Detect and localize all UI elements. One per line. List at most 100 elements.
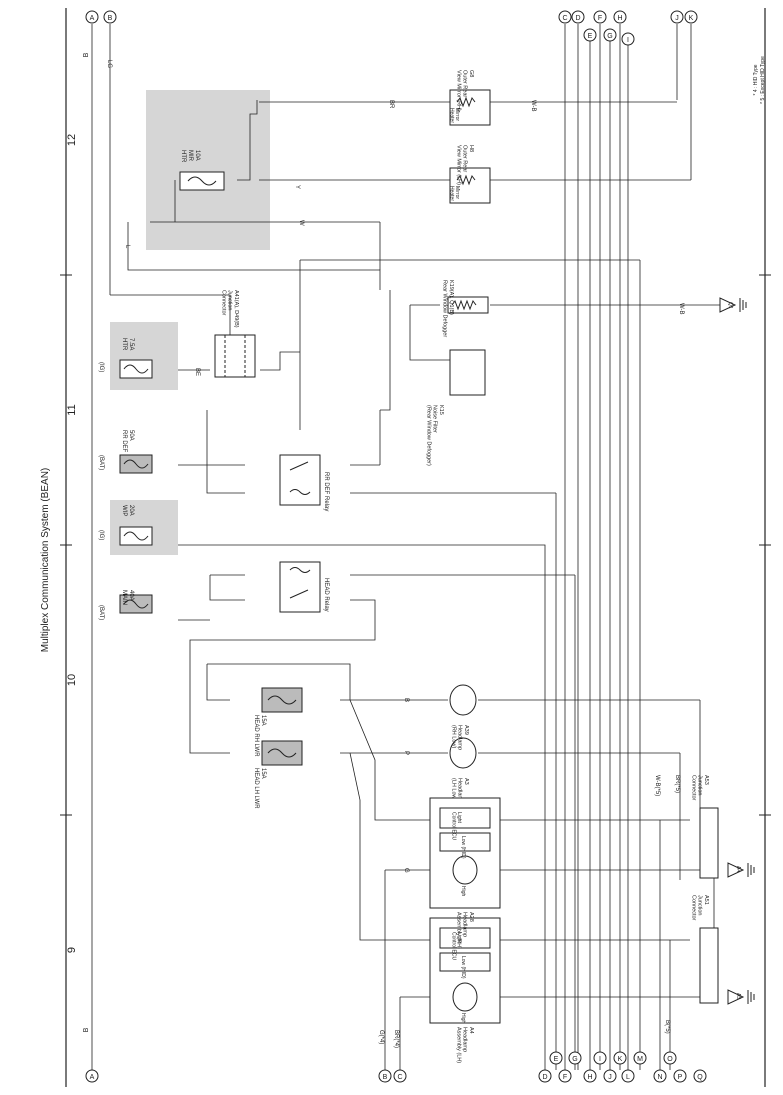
low-hid-rh-label: Low (HID) bbox=[460, 836, 466, 859]
connector-bottom-c: C bbox=[397, 1074, 402, 1081]
mirror-heater-rh-label: MirrorHeater bbox=[448, 108, 460, 123]
grid-number-11: 11 bbox=[66, 404, 78, 415]
wire-label-br5: BR(*5) bbox=[674, 775, 680, 793]
fuse-main-label: 40AMAIN bbox=[121, 590, 134, 605]
a4-label: A4HeadlampAssembly (LH) bbox=[455, 1027, 474, 1063]
connector-bottom-h: H bbox=[587, 1074, 592, 1081]
rrdef-relay-label: RR DEF Relay bbox=[323, 472, 329, 511]
fuse-rrdef-label: 50ARR DEF bbox=[121, 430, 134, 453]
grid-letter-top: B bbox=[83, 52, 90, 57]
h8-label: H8Outer RearView Mirror (LH) bbox=[455, 145, 474, 185]
low-hid-lh-label: Low (HID) bbox=[460, 956, 466, 979]
connector-top-c: C bbox=[562, 15, 567, 22]
a41-label: A41(A), D49(B)JunctionConnector bbox=[220, 290, 239, 328]
wire-label-y: Y bbox=[294, 185, 300, 189]
connector-top-d: D bbox=[575, 15, 580, 22]
connector-top-f: F bbox=[598, 15, 602, 22]
light-ecu-lh-label: LightControl ECU bbox=[450, 932, 462, 960]
fuse-htr-source: (IG) bbox=[98, 362, 104, 372]
connector-top-k: K bbox=[689, 15, 694, 22]
connector-top-g: G bbox=[607, 33, 612, 40]
k19-label: K19(A), Q1(B)Rear Window Defogger bbox=[442, 280, 454, 337]
connector-bottom-i: I bbox=[599, 1056, 601, 1063]
a53-label: A53JunctionConnector bbox=[690, 775, 709, 801]
fuse-labels: 40AMAIN (BAT) 20AWIP (IG) 50ARR DEF (BAT… bbox=[98, 150, 266, 809]
mirror-heater-lh-label: MirrorHeater bbox=[448, 186, 460, 201]
k15-label: K15Noise Filter(Rear Window Defogger) bbox=[425, 405, 444, 466]
junction-a53-a51 bbox=[699, 807, 719, 1004]
wire-label-wb-defogger: W-B bbox=[678, 303, 684, 315]
ground-labels: Q1 A4 A5 bbox=[727, 302, 741, 999]
wire-label-be: BE bbox=[194, 368, 200, 376]
connector-bottom-b: B bbox=[383, 1074, 388, 1081]
rear-defogger bbox=[447, 296, 489, 396]
note-hid: * 4 : HID Type bbox=[753, 64, 759, 95]
wire-label-g4: G(*4) bbox=[378, 1030, 384, 1044]
a28-label: A28HeadlampAssembly (RH) bbox=[455, 912, 474, 949]
connector-bottom-o: O bbox=[667, 1056, 673, 1063]
junction-block-shading bbox=[110, 90, 270, 555]
connector-bottom-d: D bbox=[542, 1074, 547, 1081]
wire-label-w: W bbox=[298, 220, 304, 226]
bottom-connector-labels: A B C D E F G H I J K L M N O P Q bbox=[90, 1056, 704, 1081]
fuse-wip-label: 20AWIP bbox=[121, 505, 134, 516]
connector-bottom-e: E bbox=[554, 1056, 559, 1063]
wire-label-br-mirror: BR bbox=[388, 100, 394, 109]
wire-label-l: L bbox=[124, 245, 130, 249]
wire-label-p-headlamp: P bbox=[403, 751, 409, 755]
connector-top-i: I bbox=[627, 37, 629, 44]
headlamp-assemblies bbox=[429, 797, 501, 1024]
note-except-hid: * 5 : Except HID Type bbox=[760, 56, 766, 104]
wire-labels: W-B BR W L LG Y BE B P G G(*4) BR(*4) BR… bbox=[106, 60, 684, 1048]
top-connectors bbox=[85, 10, 698, 46]
fuse-mirhtr-label: 10AMIRHTR bbox=[180, 150, 200, 163]
wire-label-b-headlamp: B bbox=[403, 698, 409, 702]
ground-a5-label: A5 bbox=[735, 993, 741, 999]
connector-bottom-q: Q bbox=[697, 1074, 703, 1081]
connector-top-h: H bbox=[617, 15, 622, 22]
grounds bbox=[719, 297, 755, 1005]
fuse-wip-source: (IG) bbox=[98, 530, 104, 540]
a39-label: A39Headlamp(RH Low) bbox=[450, 725, 469, 750]
page-frame bbox=[60, 8, 771, 1087]
mirror-heaters bbox=[449, 89, 491, 204]
connector-bottom-l: L bbox=[626, 1074, 630, 1081]
connector-bottom-m: M bbox=[637, 1056, 643, 1063]
wire-label-lg: LG bbox=[106, 60, 112, 68]
a51-label: A51JunctionConnector bbox=[690, 895, 709, 921]
grid-letter-bottom: B bbox=[83, 1027, 90, 1032]
g8-label: G8Outer RearView Mirror (RH) bbox=[455, 70, 474, 111]
wire-label-g-rh: G bbox=[403, 868, 409, 873]
head-relay-label: HEAD Relay bbox=[323, 578, 329, 612]
page-title: Multiplex Communication System (BEAN) bbox=[40, 468, 51, 653]
connector-bottom-f: F bbox=[563, 1074, 567, 1081]
connector-top-b: B bbox=[108, 15, 113, 22]
connector-bottom-n: N bbox=[657, 1074, 662, 1081]
fuse-htr-label: 7.5AHTR bbox=[121, 338, 134, 351]
wire-label-br4: BR(*4) bbox=[393, 1030, 399, 1048]
ground-a4-label: A4 bbox=[735, 866, 741, 872]
ground-q1-label: Q1 bbox=[727, 302, 733, 309]
grid-number-9: 9 bbox=[66, 947, 78, 953]
wire-label-wb-top: W-B bbox=[530, 100, 536, 112]
headlamp-bulbs bbox=[449, 684, 477, 769]
fuse-symbols bbox=[119, 171, 303, 766]
relays bbox=[279, 454, 321, 613]
connector-bottom-j: J bbox=[608, 1074, 612, 1081]
wire-label-b5: B(*5) bbox=[664, 1020, 670, 1034]
connector-top-a: A bbox=[90, 15, 95, 22]
light-ecu-rh-label: LightControl ECU bbox=[450, 812, 462, 840]
fuse-main-source: (BAT) bbox=[98, 605, 104, 620]
high-rh-label: High bbox=[460, 886, 466, 897]
fuse-rrdef-source: (BAT) bbox=[98, 455, 104, 470]
bottom-connectors bbox=[85, 1051, 707, 1083]
connector-bottom-a: A bbox=[90, 1074, 95, 1081]
junction-a41 bbox=[214, 334, 256, 378]
wires bbox=[91, 24, 720, 1070]
fuse-head-lh-label: 15AHEAD LH LWR bbox=[253, 768, 266, 809]
connector-bottom-k: K bbox=[618, 1056, 623, 1063]
fuse-head-rh-label: 15AHEAD RH LWR bbox=[253, 715, 266, 757]
wire-label-wb5: W-B(*5) bbox=[654, 775, 660, 796]
top-connector-labels: A B C D E F G H I J K bbox=[90, 15, 694, 44]
